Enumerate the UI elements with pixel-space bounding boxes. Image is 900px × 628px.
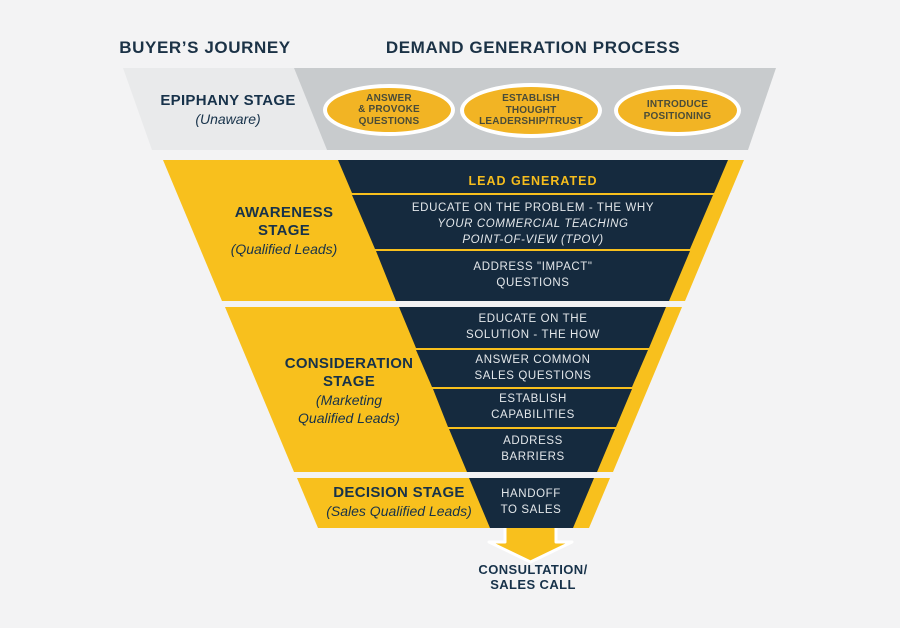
awareness-stage-subtitle: (Qualified Leads) (230, 241, 338, 257)
handoff-to-sales-label: HANDOFF TO SALES (500, 488, 562, 516)
educate-problem-label: EDUCATE ON THE PROBLEM - THE WHY YOUR CO… (343, 200, 723, 248)
panel-answer-sales-questions (416, 350, 648, 387)
answer-sales-questions-label: ANSWER COMMON SALES QUESTIONS (474, 354, 592, 382)
bubble-introduce-positioning-label: INTRODUCE POSITIONING (643, 99, 712, 122)
awareness-stage-label: AWARENESS STAGE (Qualified Leads) (231, 204, 338, 258)
epiphany-stage-label: EPIPHANY STAGE (Unaware) (160, 92, 295, 128)
epiphany-stage-title: EPIPHANY STAGE (160, 92, 296, 109)
bubble-introduce-positioning: INTRODUCE POSITIONING (614, 85, 741, 136)
panel-address-impact (376, 251, 690, 301)
educate-solution-label: EDUCATE ON THE SOLUTION - THE HOW (466, 313, 600, 341)
bubble-answer-provoke: ANSWER & PROVOKE QUESTIONS (323, 84, 455, 136)
panel-establish-capabilities (433, 389, 632, 427)
bubble-answer-provoke-label: ANSWER & PROVOKE QUESTIONS (358, 92, 420, 127)
panel-educate-problem (352, 195, 713, 249)
demand-generation-heading: DEMAND GENERATION PROCESS (385, 38, 681, 57)
lead-generated-label: LEAD GENERATED (468, 174, 598, 188)
bubble-thought-leadership-label: ESTABLISH THOUGHT LEADERSHIP/TRUST (479, 93, 583, 128)
bubble-thought-leadership: ESTABLISH THOUGHT LEADERSHIP/TRUST (460, 83, 602, 138)
consideration-stage-subtitle: (Marketing Qualified Leads) (298, 392, 400, 426)
panel-address-barriers (449, 429, 615, 472)
decision-stage-label: DECISION STAGE (Sales Qualified Leads) (326, 484, 472, 520)
address-barriers-label: ADDRESS BARRIERS (501, 435, 565, 463)
panel-handoff-to-sales (469, 478, 594, 528)
consultation-sales-call-label: CONSULTATION/ SALES CALL (478, 562, 588, 592)
address-impact-label: ADDRESS "IMPACT" QUESTIONS (473, 261, 593, 289)
epiphany-left-band-shape (123, 68, 327, 150)
consideration-stage-label: CONSIDERATION STAGE (Marketing Qualified… (285, 355, 414, 427)
buyers-journey-heading: BUYER’S JOURNEY (119, 38, 291, 57)
educate-problem-italic: YOUR COMMERCIAL TEACHING POINT-OF-VIEW (… (437, 218, 629, 246)
panel-educate-solution (399, 307, 666, 348)
epiphany-stage-subtitle: (Unaware) (195, 111, 261, 127)
decision-stage-title: DECISION STAGE (333, 484, 465, 501)
decision-stage-subtitle: (Sales Qualified Leads) (326, 503, 472, 519)
consideration-stage-title: CONSIDERATION STAGE (284, 355, 414, 390)
educate-problem-main: EDUCATE ON THE PROBLEM - THE WHY (411, 202, 655, 214)
panel-lead-generated (338, 160, 728, 193)
establish-capabilities-label: ESTABLISH CAPABILITIES (491, 393, 575, 421)
awareness-stage-title: AWARENESS STAGE (234, 204, 334, 239)
down-arrow-icon (487, 522, 574, 564)
